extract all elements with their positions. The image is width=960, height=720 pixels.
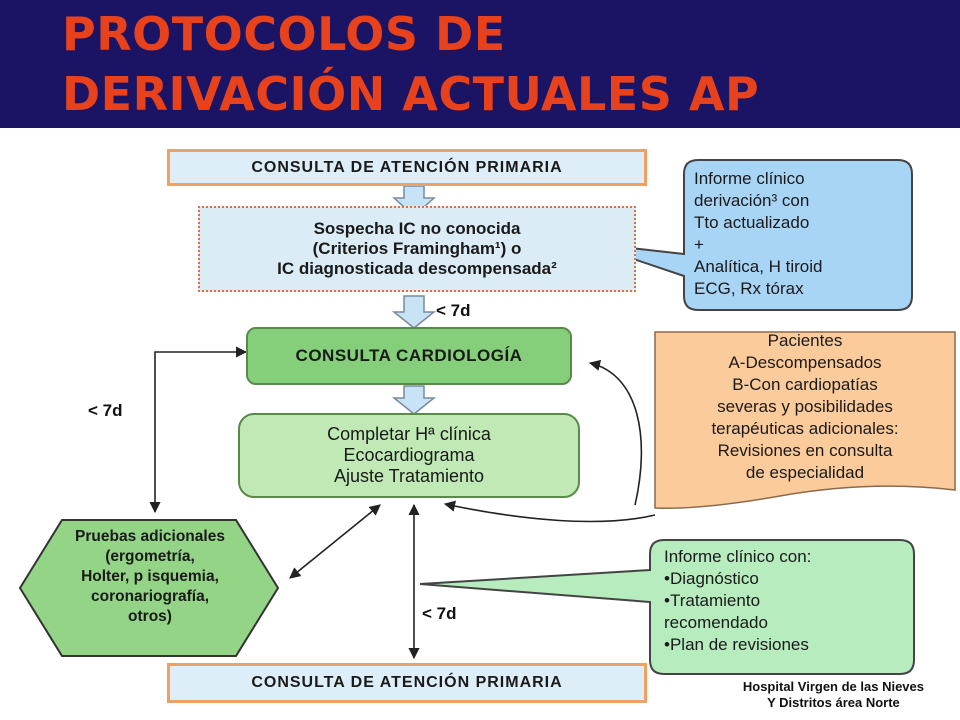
completar-line-1: Completar Hª clínica <box>327 424 491 444</box>
completar-line-3: Ajuste Tratamiento <box>333 466 485 486</box>
pacientes-text: Pacientes A-Descompensados B-Con cardiop… <box>711 331 899 482</box>
consulta-ap-top-box: CONSULTA DE ATENCIÓN PRIMARIA <box>167 149 647 186</box>
consulta-ap-bottom-label: CONSULTA DE ATENCIÓN PRIMARIA <box>251 674 563 691</box>
lt7d-arrow-label: < 7d <box>436 301 471 320</box>
completar-line-2: Ecocardiograma <box>343 445 475 465</box>
curve-to-completar <box>443 500 656 523</box>
sospecha-line-2: (Criterios Framingham¹) o <box>312 239 522 258</box>
informe-con-callout <box>419 539 915 675</box>
sospecha-box: Sospecha IC no conocida (Criterios Frami… <box>198 206 636 292</box>
completar-box: Completar Hª clínica Ecocardiograma Ajus… <box>238 413 580 498</box>
lt7d-bottom-label: < 7d <box>422 604 457 623</box>
pacientes-scroll <box>654 331 956 509</box>
curve-to-cardio <box>588 359 643 506</box>
block-arrow-2 <box>391 295 437 329</box>
consulta-cardiologia-label: CONSULTA CARDIOLOGÍA <box>295 346 523 365</box>
title-line-1: PROTOCOLOS DE <box>62 7 506 61</box>
consulta-ap-bottom-box: CONSULTA DE ATENCIÓN PRIMARIA <box>167 663 647 703</box>
pruebas-text: Pruebas adicionales (ergometría, Holter,… <box>75 528 225 625</box>
informe-derivacion-text: Informe clínico derivación³ con Tto actu… <box>694 169 823 298</box>
block-arrow-3 <box>391 385 437 415</box>
credit: Hospital Virgen de las Nieves Y Distrito… <box>743 679 924 711</box>
informe-con-text: Informe clínico con: •Diagnóstico •Trata… <box>664 547 812 654</box>
informe-derivacion-callout <box>585 159 913 311</box>
credit-line-2: Y Distritos área Norte <box>767 695 900 710</box>
pruebas-hexagon <box>18 519 280 657</box>
page-title: PROTOCOLOS DE DERIVACIÓN ACTUALES AP <box>62 4 759 124</box>
sospecha-line-3: IC diagnosticada descompensada² <box>277 259 557 278</box>
connector-hexagon-to-cardio <box>149 346 248 514</box>
title-line-2: DERIVACIÓN ACTUALES AP <box>62 67 760 121</box>
sospecha-line-1: Sospecha IC no conocida <box>313 219 521 238</box>
lt7d-left-label: < 7d <box>88 401 123 420</box>
credit-line-1: Hospital Virgen de las Nieves <box>742 679 924 694</box>
connector-completar-to-hexagon <box>289 504 381 579</box>
consulta-ap-top-label: CONSULTA DE ATENCIÓN PRIMARIA <box>251 158 563 176</box>
title-bar: PROTOCOLOS DE DERIVACIÓN ACTUALES AP <box>0 0 960 128</box>
consulta-cardiologia-box: CONSULTA CARDIOLOGÍA <box>246 327 572 385</box>
